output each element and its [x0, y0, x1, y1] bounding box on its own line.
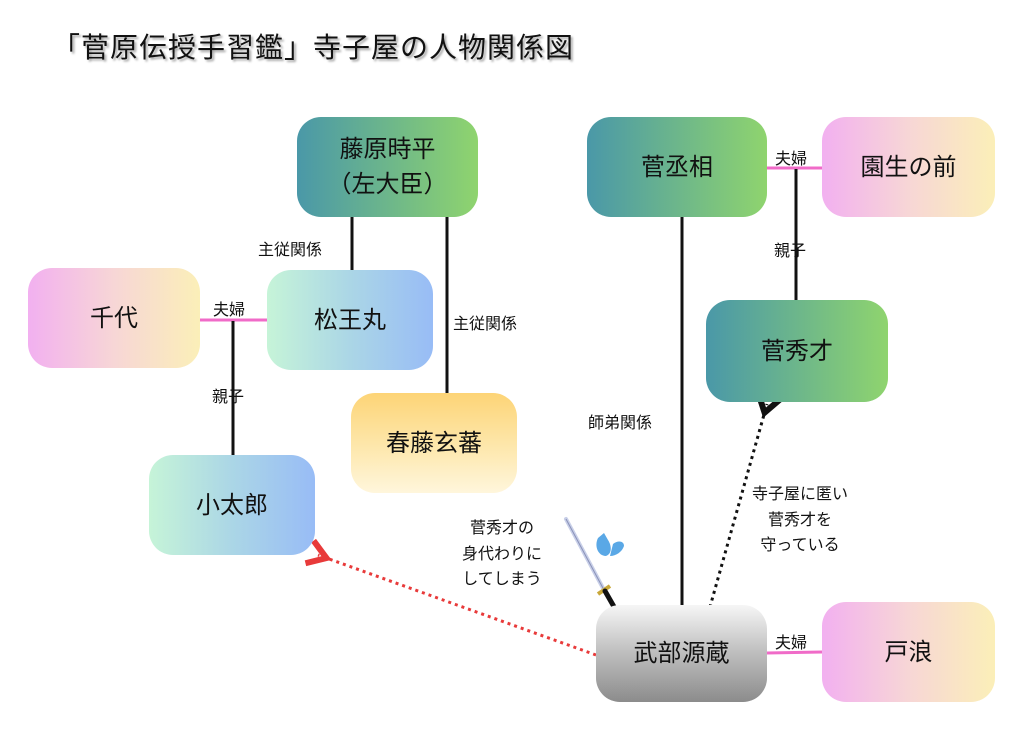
arrow-takebe-kotaro	[304, 538, 597, 657]
node-sonou-no-mae[interactable]: 園生の前	[822, 117, 995, 217]
katana-icon	[564, 517, 620, 615]
relation-label-fujiwara-matsuomaru: 主従関係	[258, 240, 323, 259]
node-kanshojo[interactable]: 菅丞相	[587, 117, 767, 217]
line-takebe-tonami-spouse	[766, 650, 823, 655]
note-substitute-line: してしまう	[462, 569, 542, 589]
node-name: 松王丸	[314, 305, 386, 334]
node-fujiwara-tokihira[interactable]: 藤原時平 （左大臣）	[297, 117, 478, 217]
node-takebe-genzo[interactable]: 武部源蔵	[596, 605, 767, 702]
sweat-drop-icon	[596, 533, 624, 556]
node-shundo-genba[interactable]: 春藤玄蕃	[351, 393, 517, 493]
node-kotaro[interactable]: 小太郎	[149, 455, 315, 555]
node-name: 戸浪	[884, 637, 933, 666]
node-name: 小太郎	[196, 490, 268, 519]
note-protect-line: 守っている	[760, 535, 840, 555]
relation-label-parent-kanshusai: 親子	[774, 241, 807, 260]
relation-label-kanshojo-sonou: 夫婦	[775, 149, 808, 168]
node-name: 菅秀才	[761, 336, 833, 365]
arrow-takebe-kanshusai	[706, 391, 783, 615]
node-subtitle: （左大臣）	[327, 170, 448, 198]
node-name: 藤原時平	[339, 135, 436, 164]
relation-label-parent-kotaro: 親子	[212, 387, 245, 406]
note-substitute-line: 身代わりに	[462, 543, 543, 563]
relation-label-fujiwara-shundo: 主従関係	[453, 314, 518, 333]
node-chiyo[interactable]: 千代	[28, 268, 200, 368]
relation-label-kanshojo-takebe: 師弟関係	[588, 413, 653, 432]
node-tonami[interactable]: 戸浪	[822, 602, 995, 702]
note-protect: 寺子屋に匿い 菅秀才を 守っている	[752, 481, 848, 558]
node-name: 菅丞相	[641, 152, 713, 181]
node-name: 春藤玄蕃	[386, 428, 482, 457]
node-matsuomaru[interactable]: 松王丸	[267, 270, 433, 370]
page-title: 「菅原伝授手習鑑」寺子屋の人物関係図	[52, 31, 575, 64]
note-substitute-line: 菅秀才の	[470, 518, 535, 537]
node-name: 千代	[90, 303, 138, 332]
relation-label-takebe-tonami: 夫婦	[775, 633, 808, 652]
note-substitute: 菅秀才の 身代わりに してしまう	[462, 515, 542, 592]
note-protect-line: 菅秀才を	[768, 509, 833, 529]
node-kanshusai[interactable]: 菅秀才	[706, 300, 888, 402]
node-name: 武部源蔵	[633, 639, 730, 668]
relation-label-chiyo-matsuomaru: 夫婦	[213, 300, 246, 319]
node-name: 園生の前	[860, 152, 957, 181]
note-protect-line: 寺子屋に匿い	[752, 484, 849, 503]
